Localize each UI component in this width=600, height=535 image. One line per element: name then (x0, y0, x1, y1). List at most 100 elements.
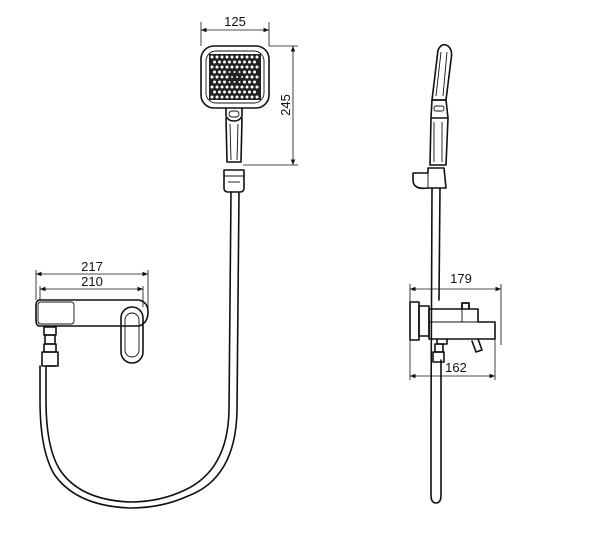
nozzle-dot (243, 70, 246, 74)
nozzle-dot (255, 55, 259, 59)
nozzle-dot (220, 55, 224, 59)
nozzle-dot (238, 60, 241, 64)
nozzle-dot (255, 75, 259, 79)
nozzle-dot (218, 70, 221, 74)
shower-head-side (429, 43, 453, 166)
nozzle-dot (238, 81, 241, 83)
nozzle-dot (228, 71, 231, 73)
nozzle-dot (213, 70, 216, 74)
nozzle-dot (250, 55, 254, 59)
nozzle-dot (243, 60, 246, 64)
nozzle-dot (210, 85, 214, 89)
nozzle-dot (220, 85, 224, 89)
nozzle-dot (215, 95, 219, 99)
nozzle-dot (218, 60, 221, 64)
dim-head-height: 245 (278, 94, 293, 116)
mixer-body (35, 299, 149, 364)
nozzle-dot (210, 75, 214, 79)
nozzle-dot (210, 95, 214, 99)
nozzle-dot (225, 75, 229, 79)
nozzle-dot (213, 60, 216, 64)
nozzle-dot (233, 60, 236, 64)
nozzle-dot (230, 65, 234, 69)
side-dimensions: 179 162 (409, 271, 502, 380)
nozzle-dot (225, 55, 229, 59)
nozzle-dot (223, 70, 226, 74)
nozzle-dot (250, 95, 254, 99)
nozzle-dot (223, 90, 226, 94)
nozzle-dot (220, 75, 224, 79)
nozzle-dot (240, 65, 244, 69)
nozzle-dot (228, 60, 231, 64)
nozzle-dot (225, 65, 229, 69)
nozzle-dot (241, 76, 243, 78)
mixer-side (409, 301, 496, 353)
nozzle-dot (248, 60, 251, 64)
nozzle-grid (210, 55, 259, 99)
nozzle-dot (235, 85, 239, 89)
nozzle-dot (231, 76, 233, 78)
dim-side-body: 162 (445, 360, 467, 375)
nozzle-dot (230, 85, 234, 89)
nozzle-dot (235, 55, 239, 59)
side-view (409, 43, 496, 504)
nozzle-dot (245, 75, 249, 79)
nozzle-dot (253, 90, 256, 94)
nozzle-dot (245, 55, 249, 59)
nozzle-dot (253, 60, 256, 64)
nozzle-dot (245, 65, 249, 69)
dim-spout-body: 210 (81, 274, 103, 289)
nozzle-dot (223, 80, 226, 84)
nozzle-dot (243, 80, 246, 84)
nozzle-dot (218, 80, 221, 84)
nozzle-dot (233, 90, 236, 94)
nozzle-dot (253, 80, 256, 84)
nozzle-dot (240, 85, 244, 89)
nozzle-dot (220, 95, 224, 99)
nozzle-dot (255, 95, 259, 99)
front-dimensions: 125 245 217 210 (35, 14, 298, 312)
nozzle-dot (250, 65, 254, 69)
nozzle-dot (255, 65, 259, 69)
nozzle-dot (230, 55, 234, 59)
nozzle-dot (250, 75, 254, 79)
handset-holder (223, 169, 245, 193)
nozzle-dot (235, 65, 239, 69)
nozzle-dot (243, 90, 246, 94)
nozzle-dot (220, 65, 224, 69)
nozzle-dot (238, 71, 241, 73)
nozzle-dot (213, 80, 216, 84)
dim-head-width: 125 (224, 14, 246, 29)
nozzle-dot (240, 55, 244, 59)
front-view (35, 45, 270, 509)
nozzle-dot (210, 65, 214, 69)
nozzle-dot (210, 55, 214, 59)
nozzle-dot (248, 80, 251, 84)
nozzle-dot (225, 85, 229, 89)
holder-side (412, 167, 447, 190)
nozzle-dot (230, 95, 234, 99)
nozzle-dot (228, 81, 231, 83)
nozzle-dot (250, 85, 254, 89)
nozzle-dot (248, 70, 251, 74)
nozzle-dot (213, 90, 216, 94)
nozzle-dot (253, 70, 256, 74)
nozzle-dot (245, 95, 249, 99)
nozzle-dot (215, 75, 219, 79)
hose-side (430, 187, 445, 504)
nozzle-dot (215, 65, 219, 69)
nozzle-dot (225, 95, 229, 99)
nozzle-dot (215, 55, 219, 59)
shower-head (200, 45, 270, 163)
nozzle-dot (235, 95, 239, 99)
dim-side-overall: 179 (450, 271, 472, 286)
nozzle-dot (248, 90, 251, 94)
nozzle-dot (238, 90, 241, 94)
dim-spout-overall: 217 (81, 259, 103, 274)
nozzle-dot (223, 60, 226, 64)
nozzle-dot (233, 81, 236, 83)
nozzle-dot (255, 85, 259, 89)
nozzle-dot (215, 85, 219, 89)
